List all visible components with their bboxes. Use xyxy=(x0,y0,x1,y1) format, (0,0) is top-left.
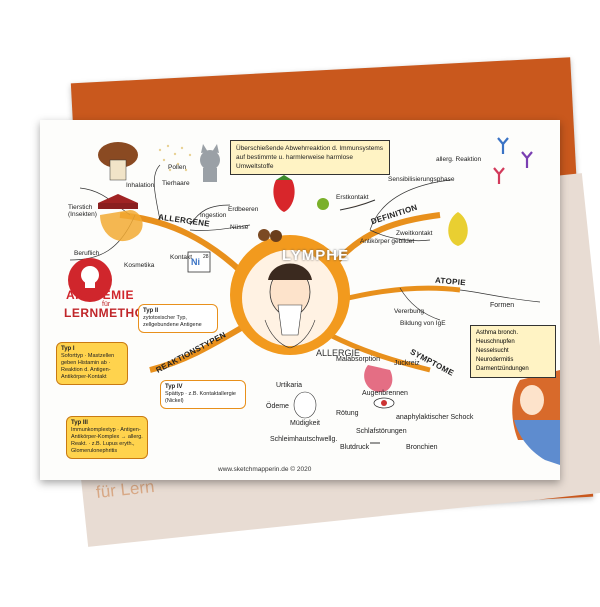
type-box-4: Typ IV Spättyp · z.B. Kontaktallergie (N… xyxy=(160,380,246,409)
type-box-1: Typ I Soforttyp · Mastzellen geben Hista… xyxy=(56,342,128,385)
definition-item: Antikörper gebildet xyxy=(360,238,415,245)
allergene-item: Beruflich xyxy=(74,250,100,257)
pear xyxy=(448,212,468,246)
allergene-item: Ingestion xyxy=(200,212,227,219)
definition-item: Erstkontakt xyxy=(336,194,369,201)
allergene-item: Kontakt xyxy=(170,254,193,261)
type-box-3: Typ III Immunkomplextyp · Antigen-Antikö… xyxy=(66,416,148,459)
logo-small: für xyxy=(102,301,111,308)
center-subtitle: ALLERGIE xyxy=(316,348,361,358)
symptom: Blutdruck xyxy=(340,444,370,451)
branch-definition-line xyxy=(327,212,441,272)
atopie-list-item: Asthma bronch. xyxy=(476,330,519,336)
atopie-list-item: Neurodermitis xyxy=(476,357,514,363)
atopie-item: Formen xyxy=(490,302,515,309)
symptom: Schleimhautschwellg. xyxy=(270,436,338,443)
allergene-item: Tierstich (Insekten) xyxy=(68,204,97,218)
allergene-item: Tierhaare xyxy=(162,180,190,187)
mindmap-drawing xyxy=(68,137,560,465)
type-title: Typ II xyxy=(143,308,159,314)
element-symbol: Ni xyxy=(191,257,200,267)
cat-head xyxy=(200,150,220,170)
allergene-item: Inhalation xyxy=(126,182,155,189)
allergene-item: Pollen xyxy=(168,164,187,171)
type-title: Typ IV xyxy=(165,384,183,390)
symptom: Müdigkeit xyxy=(290,420,320,427)
symptom: Bronchien xyxy=(406,444,438,451)
atopie-list-item: Darmentzündungen xyxy=(476,366,529,372)
symptom: Malabsorption xyxy=(336,356,380,363)
mushroom-stem xyxy=(109,159,127,181)
symptom: Ödeme xyxy=(266,403,289,410)
footer-credit: www.sketchmapperin.de © 2020 xyxy=(218,466,312,473)
atopie-list-item: Heuschnupfen xyxy=(476,339,515,345)
symptom: Augenbrennen xyxy=(362,390,408,397)
atopie-item: Bildung von IgE xyxy=(400,320,446,327)
symptom: Schlafstörungen xyxy=(356,428,407,435)
allergene-item: Erdbeeren xyxy=(228,206,259,213)
branch-symptome-line xyxy=(328,332,431,373)
branch-atopie-line xyxy=(339,285,461,303)
definition-item: Zweitkontakt xyxy=(396,230,433,237)
type-text: Soforttyp · Mastzellen geben Histamin ab… xyxy=(61,353,115,380)
logo-line1: AKADEMIE xyxy=(66,288,135,302)
type-text: Immunkomplextyp · Antigen-Antikörper-Kom… xyxy=(71,427,143,454)
element-number: 28 xyxy=(203,254,209,260)
atopie-list: Asthma bronch. Heuschnupfen Nesselsucht … xyxy=(470,325,556,378)
definition-box: Überschießende Abwehrreaktion d. Immunsy… xyxy=(230,140,390,175)
type-title: Typ III xyxy=(71,420,88,426)
definition-item: allerg. Reaktion xyxy=(436,156,482,163)
symptom: Juckreiz xyxy=(394,360,420,367)
center-title: LYMPHE xyxy=(282,247,350,264)
symptom: Urtikaria xyxy=(276,382,303,389)
mindmap-sheet: Überschießende Abwehrreaktion d. Immunsy… xyxy=(40,120,560,480)
type-text: zytotoxischer Typ, zellgebundene Antigen… xyxy=(143,315,202,328)
symptom: anaphylaktischer Schock xyxy=(396,414,474,421)
type-box-2: Typ II zytotoxischer Typ, zellgebundene … xyxy=(138,304,218,333)
allergene-item: Nüsse xyxy=(230,224,249,231)
symptom: Rötung xyxy=(336,410,359,417)
strawberry xyxy=(273,180,295,212)
allergene-item: Kosmetika xyxy=(124,262,155,269)
type-text: Spättyp · z.B. Kontaktallergie (Nickel) xyxy=(165,391,236,404)
definition-item: Sensibilisierungsphase xyxy=(388,176,455,183)
atopie-list-item: Nesselsucht xyxy=(476,348,509,354)
mushroom-cap xyxy=(98,142,138,168)
atopie-item: Vererbung xyxy=(394,308,424,315)
type-title: Typ I xyxy=(61,346,75,352)
